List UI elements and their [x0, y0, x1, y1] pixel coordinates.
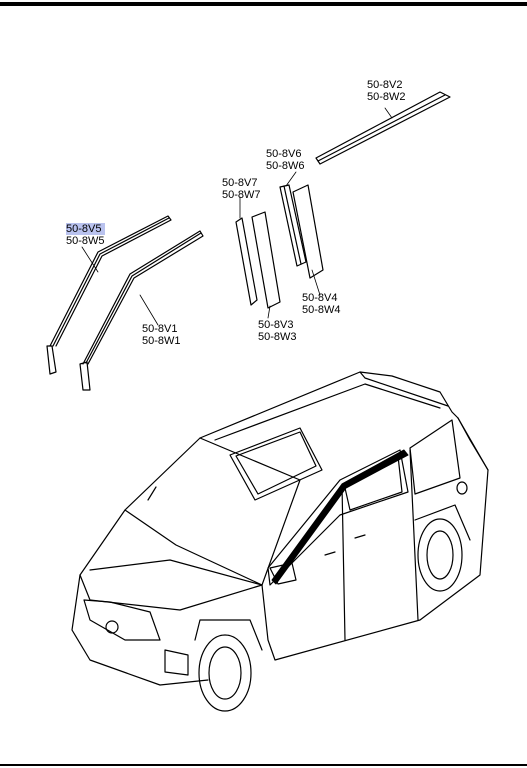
top-rule	[0, 2, 527, 6]
front-door-molding-part-b	[79, 230, 204, 391]
bottom-rule	[0, 764, 527, 766]
callout-line1: 50-8V6	[266, 148, 302, 160]
vehicle-illustration	[71, 371, 489, 712]
callout-line1: 50-8V1	[142, 323, 178, 335]
b-pillar-molding-part	[279, 171, 324, 279]
callout-line2: 50-8W5	[66, 235, 105, 247]
callout-line1: 50-8V4	[302, 292, 338, 304]
callout-50-8v7[interactable]: 50-8V7 50-8W7	[222, 177, 261, 201]
callout-line2: 50-8W7	[222, 189, 261, 201]
callout-line2: 50-8W3	[258, 331, 297, 343]
callout-50-8v2[interactable]: 50-8V2 50-8W2	[367, 79, 406, 103]
callout-line2: 50-8W1	[142, 335, 181, 347]
callout-line1: 50-8V2	[367, 79, 403, 91]
callout-50-8v5[interactable]: 50-8V5 50-8W5	[66, 223, 105, 247]
callout-line2: 50-8W2	[367, 91, 406, 103]
callout-50-8v6[interactable]: 50-8V6 50-8W6	[266, 148, 305, 172]
callout-50-8v1[interactable]: 50-8V1 50-8W1	[142, 323, 181, 347]
callout-line1-highlighted: 50-8V5	[66, 223, 105, 235]
front-door-molding-part-a	[46, 215, 172, 375]
callout-line2: 50-8W4	[302, 304, 341, 316]
roof-molding-part	[315, 91, 451, 165]
callout-line1: 50-8V3	[258, 319, 294, 331]
callout-line1: 50-8V7	[222, 177, 258, 189]
callout-line2: 50-8W6	[266, 160, 305, 172]
c-pillar-molding-part	[235, 196, 281, 309]
callout-50-8v3[interactable]: 50-8V3 50-8W3	[258, 319, 297, 343]
installed-molding-highlight	[271, 449, 409, 585]
callout-50-8v4[interactable]: 50-8V4 50-8W4	[302, 292, 341, 316]
